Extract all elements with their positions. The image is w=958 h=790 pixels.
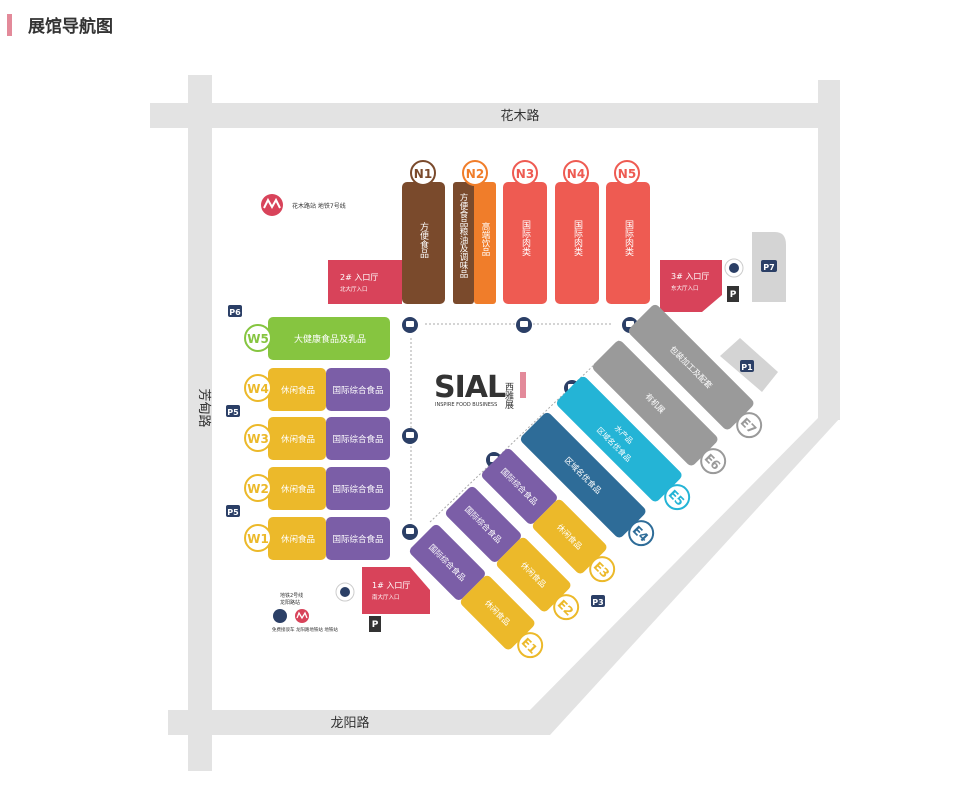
entrance-sub: 东大厅入口 <box>671 284 699 292</box>
parking-p6[interactable]: P6 <box>228 305 242 317</box>
metro-station-north[interactable]: 花木路站 地铁7号线 <box>261 194 346 216</box>
hall-label: 国际肉类 <box>572 220 583 257</box>
hall-id: W2 <box>247 482 269 496</box>
entrance-title: 3# 入口厅 <box>671 272 709 281</box>
bus-icon[interactable] <box>402 317 418 333</box>
hall-n1[interactable]: N1 方便食品 <box>402 160 445 304</box>
hall-w1[interactable]: W1 休闲食品 国际综合食品 <box>244 517 390 560</box>
entrance-sub: 南大厅入口 <box>372 593 400 601</box>
hall-id: N4 <box>567 167 585 181</box>
title-accent-bar <box>7 14 12 36</box>
road-south <box>168 710 548 735</box>
hall-n4[interactable]: N4 国际肉类 <box>555 160 599 304</box>
vip-parking: P P <box>369 258 744 632</box>
hall-id: W5 <box>247 332 269 346</box>
road-southeast <box>520 418 840 735</box>
vip-parking-icon[interactable]: P <box>369 616 381 632</box>
hall-e5[interactable]: 水产品 区域名优食品 E5 <box>555 375 700 520</box>
hall-w2[interactable]: W2 休闲食品 国际综合食品 <box>244 467 390 510</box>
hall-label-b: 国际综合食品 <box>332 434 383 445</box>
svg-text:P: P <box>730 290 737 300</box>
hall-id: N1 <box>414 167 432 181</box>
hall-label-a: 休闲食品 <box>281 534 315 545</box>
hall-e6[interactable]: 有机展 E6 <box>591 339 736 484</box>
page-title: 展馆导航图 <box>28 17 113 37</box>
hall-label-a: 休闲食品 <box>281 484 315 495</box>
hall-w4[interactable]: W4 休闲食品 国际综合食品 <box>244 368 390 411</box>
metro-label: 花木路站 地铁7号线 <box>292 202 346 210</box>
parking-label: P7 <box>763 263 774 272</box>
roads <box>150 75 840 771</box>
road-west <box>188 75 212 771</box>
bus-icon <box>273 609 287 623</box>
parking-p5[interactable]: P5 P5 <box>226 405 240 517</box>
entrance-1[interactable]: 1# 入口厅 南大厅入口 <box>335 567 430 614</box>
north-halls: N1 方便食品 N2 方便食品粮油及调味品 高端饮品 N3 国际肉类 N4 国际… <box>402 160 650 304</box>
parking-p1[interactable]: P1 <box>720 338 778 392</box>
hall-e4[interactable]: 区域名优食品 E4 <box>519 411 664 556</box>
road-label-south: 龙阳路 <box>330 715 369 731</box>
entrance-3[interactable]: 3# 入口厅 东大厅入口 <box>660 260 722 312</box>
hall-label-a: 休闲食品 <box>281 434 315 445</box>
metro-south-line1: 地铁2号线 <box>280 592 303 599</box>
road-label-west: 芳甸路 <box>196 388 212 427</box>
hall-n3[interactable]: N3 国际肉类 <box>503 160 547 304</box>
metro-south-line2: 龙阳路站 <box>280 599 300 606</box>
hall-e3[interactable]: 国际综合食品 休闲食品 E3 <box>480 447 625 592</box>
vip-parking-icon[interactable]: P <box>727 286 739 302</box>
hall-w5[interactable]: W5 大健康食品及乳品 <box>244 317 390 360</box>
hall-label-b: 国际综合食品 <box>332 534 383 545</box>
road-east <box>818 80 840 420</box>
hall-label: 国际肉类 <box>623 220 634 257</box>
hall-label-b: 国际综合食品 <box>332 385 383 396</box>
hall-id: W3 <box>247 432 269 446</box>
hall-id: N2 <box>466 167 484 181</box>
hall-w3[interactable]: W3 休闲食品 国际综合食品 <box>244 417 390 460</box>
bus-icon[interactable] <box>516 317 532 333</box>
road-label-north: 花木路 <box>500 108 539 124</box>
bus-icon[interactable] <box>402 524 418 540</box>
hall-label-b: 高端饮品 <box>480 221 490 256</box>
hall-id: W1 <box>247 532 269 546</box>
hall-e2[interactable]: 国际综合食品 休闲食品 E2 <box>444 485 589 630</box>
hall-id: W4 <box>247 382 269 396</box>
sial-logo: SIAL 西雅展 INSPIRE FOOD BUSINESS <box>434 370 526 410</box>
parking-label: P1 <box>741 363 753 372</box>
hall-label-b: 国际综合食品 <box>332 484 383 495</box>
logo-main: SIAL <box>434 370 506 405</box>
parking-lots: P7 P1 P6 P5 P5 P3 <box>226 232 786 607</box>
hall-id: N3 <box>516 167 534 181</box>
hall-e1[interactable]: 国际综合食品 休闲食品 E1 <box>408 523 553 668</box>
west-halls: W5 大健康食品及乳品 W4 休闲食品 国际综合食品 W3 休闲食品 国际综合食… <box>244 317 390 560</box>
hall-label: 大健康食品及乳品 <box>294 333 366 345</box>
svg-text:P: P <box>372 620 379 630</box>
entrance-title: 2# 入口厅 <box>340 273 378 282</box>
entrance-2[interactable]: 2# 入口厅 北大厅入口 <box>328 260 402 304</box>
east-halls: 国际综合食品 休闲食品 E1 国际综合食品 休闲食品 E2 国际综合食品 休闲食… <box>408 304 763 668</box>
parking-label: P5 <box>227 508 239 517</box>
metro-station-south[interactable]: 地铁2号线 龙阳路站 免费接驳车 龙阳路地铁站 地铁站 <box>272 592 338 633</box>
road-north <box>150 103 840 128</box>
hall-n5[interactable]: N5 国际肉类 <box>606 160 650 304</box>
parking-p3[interactable]: P3 <box>591 595 605 607</box>
logo-cn: 西雅展 <box>503 382 514 410</box>
parking-label: P6 <box>229 308 241 317</box>
metro-entrance-icon[interactable] <box>724 258 744 278</box>
parking-p7[interactable]: P7 <box>752 232 786 302</box>
logo-tagline: INSPIRE FOOD BUSINESS <box>435 402 497 408</box>
bus-icon[interactable] <box>402 428 418 444</box>
hall-label-a: 方便食品粮油及调味品 <box>458 192 468 278</box>
entrance-sub: 北大厅入口 <box>340 285 368 293</box>
hall-label: 国际肉类 <box>520 220 531 257</box>
hall-label: 方便食品 <box>418 221 429 259</box>
entrance-title: 1# 入口厅 <box>372 581 410 590</box>
parking-label: P5 <box>227 408 239 417</box>
hall-n2[interactable]: N2 方便食品粮油及调味品 高端饮品 <box>453 160 496 304</box>
metro-south-line3: 免费接驳车 龙阳路地铁站 地铁站 <box>272 626 338 633</box>
parking-label: P3 <box>592 598 603 607</box>
hall-id: N5 <box>618 167 636 181</box>
hall-label-a: 休闲食品 <box>281 385 315 396</box>
